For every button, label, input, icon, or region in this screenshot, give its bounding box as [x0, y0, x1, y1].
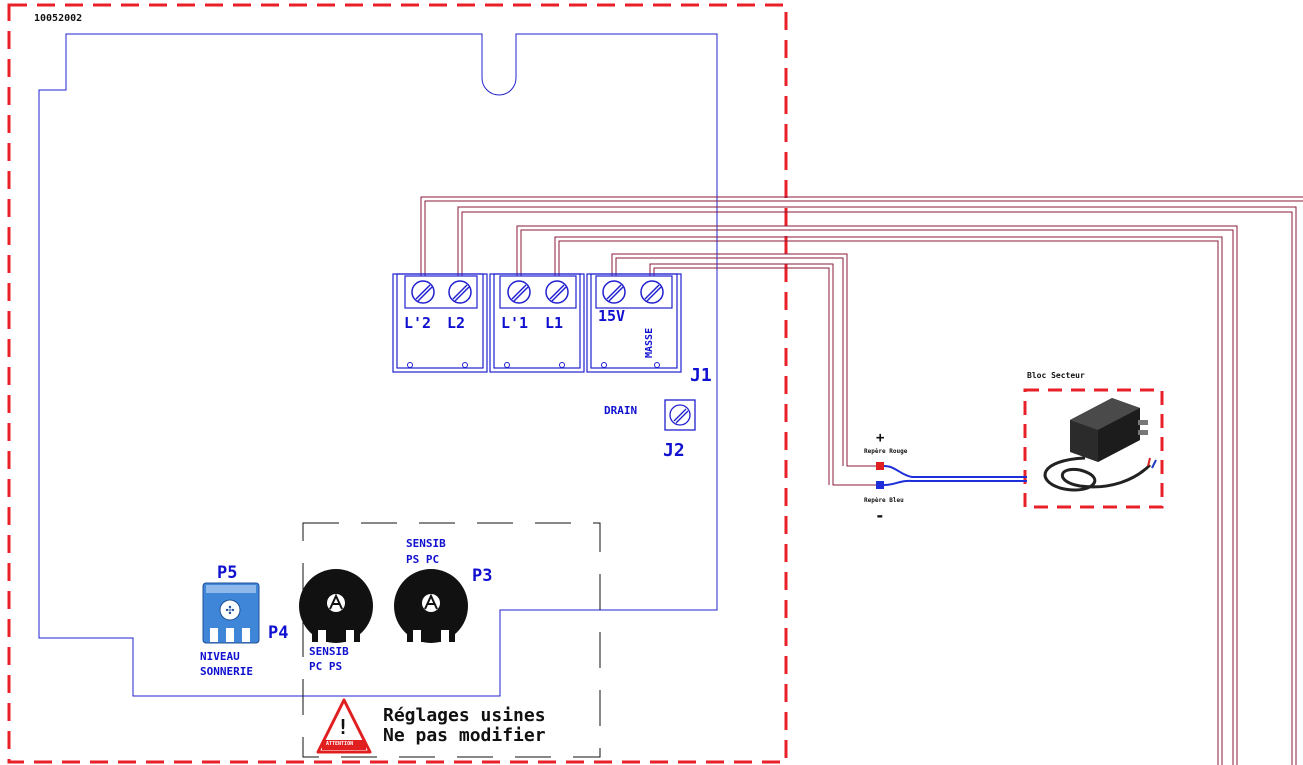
blue-mark-label: Repère Bleu — [864, 497, 904, 504]
red-marker — [876, 462, 884, 470]
sensib-pc-ps-line1: SENSIB — [309, 645, 349, 658]
niveau-sonnerie-line1: NIVEAU — [200, 650, 240, 663]
pot-label-p3: P3 — [472, 566, 493, 586]
plus-sign: + — [876, 430, 885, 446]
screw-terminals — [411, 280, 664, 304]
reference-number: 10052002 — [34, 13, 83, 24]
connector-label-j2: J2 — [663, 440, 685, 461]
blue-marker — [876, 481, 884, 489]
red-mark-label: Repère Rouge — [864, 448, 908, 455]
sensib-pc-ps-line2: PC PS — [309, 660, 343, 673]
adapter-cable — [883, 465, 1027, 486]
svg-text:✣: ✣ — [225, 604, 234, 617]
attention-exclamation: ! — [337, 715, 350, 739]
terminal-label-l2-prime: L'2 — [404, 314, 432, 332]
terminal-holes — [407, 362, 660, 368]
p5-trimmer: ✣ — [202, 582, 260, 644]
sensib-ps-pc-line1: SENSIB — [406, 537, 446, 550]
p3-potentiometer — [394, 569, 468, 643]
pot-label-p4: P4 — [268, 623, 289, 643]
power-adapter-outline — [1023, 388, 1164, 509]
connector-label-j1: J1 — [690, 365, 712, 386]
sensib-ps-pc-line2: PS PC — [406, 553, 440, 566]
terminal-label-15v: 15V — [598, 307, 626, 325]
terminal-label-l2: L2 — [447, 314, 466, 332]
attention-caption: ATTENTION — [326, 741, 354, 747]
factory-zone-outline — [302, 522, 601, 758]
terminal-label-masse: MASSE — [644, 327, 655, 358]
minus-sign: - — [875, 506, 885, 525]
j1-terminal-blocks — [392, 273, 682, 373]
niveau-sonnerie-line2: SONNERIE — [200, 665, 253, 678]
power-adapter-image — [1043, 398, 1157, 492]
pcb-outline — [38, 33, 718, 697]
enclosure-outline — [7, 3, 788, 764]
pot-label-p5: P5 — [217, 563, 238, 583]
warning-line-1: Réglages usines — [383, 705, 546, 726]
attention-icon — [316, 698, 372, 754]
drain-label: DRAIN — [604, 404, 638, 417]
terminal-label-l1: L1 — [545, 314, 564, 332]
p4-potentiometer — [299, 569, 373, 643]
warning-line-2: Ne pas modifier — [383, 725, 546, 746]
power-adapter-title: Bloc Secteur — [1027, 371, 1085, 380]
j2-drain-terminal — [664, 399, 696, 431]
wires — [420, 196, 1303, 765]
terminal-label-l1-prime: L'1 — [501, 314, 529, 332]
